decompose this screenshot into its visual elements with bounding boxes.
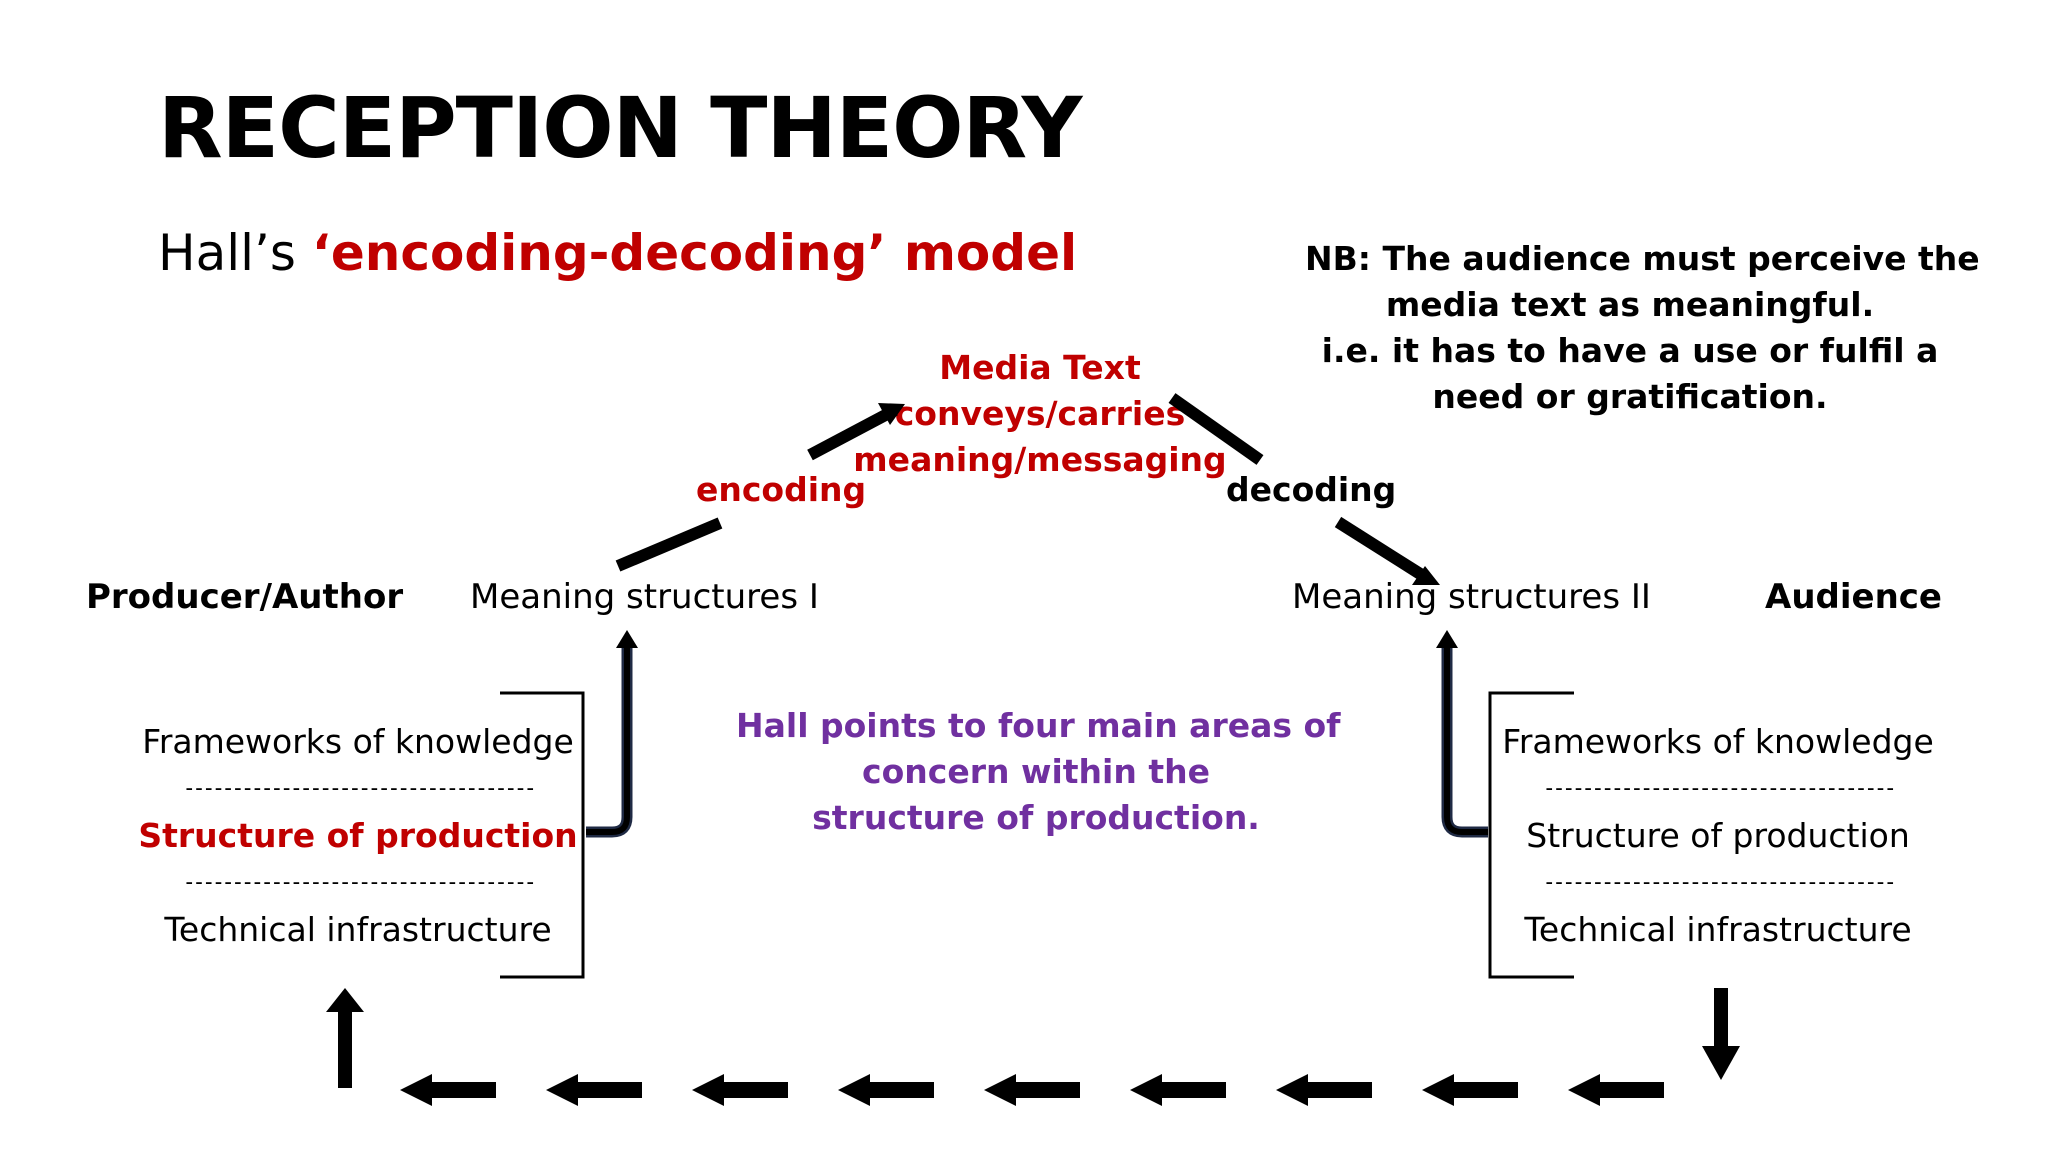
return-arrow-segment bbox=[1276, 1074, 1372, 1106]
right-frameworks: Frameworks of knowledge bbox=[1502, 722, 1934, 761]
subtitle-highlight: ‘encoding-decoding’ model bbox=[311, 224, 1078, 282]
right-divider: ------------------------------------ bbox=[1542, 870, 1897, 895]
encoding-arrow bbox=[615, 403, 905, 572]
left-frameworks: Frameworks of knowledge bbox=[142, 722, 574, 761]
left-divider: ------------------------------------ bbox=[182, 776, 537, 801]
left-elbow-arrow bbox=[586, 630, 638, 838]
nb-note-line: media text as meaningful. bbox=[1385, 285, 1875, 324]
left-bracket bbox=[500, 691, 585, 979]
up-arrow bbox=[326, 988, 364, 1088]
right-elbow-arrow bbox=[1436, 630, 1488, 838]
slide-title: RECEPTION THEORY bbox=[158, 79, 1082, 177]
producer-label: Producer/Author bbox=[86, 577, 404, 617]
meaning-structures-right: Meaning structures II bbox=[1292, 577, 1651, 617]
return-arrow-segment bbox=[692, 1074, 788, 1106]
right-divider: ------------------------------------ bbox=[1542, 776, 1897, 801]
media-text-line: conveys/carries bbox=[894, 394, 1186, 433]
left-technical-infrastructure: Technical infrastructure bbox=[164, 910, 552, 949]
return-arrow-segment bbox=[838, 1074, 934, 1106]
return-arrow-segment bbox=[1130, 1074, 1226, 1106]
right-bracket bbox=[1488, 691, 1574, 979]
center-note-line: concern within the bbox=[862, 752, 1210, 791]
slide-subtitle: Hall’s ‘encoding-decoding’ model bbox=[158, 228, 1077, 278]
return-arrow-segment bbox=[1422, 1074, 1518, 1106]
return-arrow-segment bbox=[1568, 1074, 1664, 1106]
return-arrows bbox=[400, 1074, 1664, 1106]
nb-note-line: need or gratification. bbox=[1432, 377, 1828, 416]
media-text-line: Media Text bbox=[939, 348, 1141, 387]
left-structure-of-production: Structure of production bbox=[138, 816, 578, 855]
subtitle-prefix: Hall’s bbox=[158, 224, 312, 282]
return-arrow-segment bbox=[984, 1074, 1080, 1106]
right-technical-infrastructure: Technical infrastructure bbox=[1524, 910, 1912, 949]
encoding-label: encoding bbox=[696, 470, 867, 509]
return-arrow-segment bbox=[400, 1074, 496, 1106]
left-divider: ------------------------------------ bbox=[182, 870, 537, 895]
decoding-label: decoding bbox=[1226, 470, 1397, 509]
meaning-structures-left: Meaning structures I bbox=[470, 577, 819, 617]
down-arrow bbox=[1702, 988, 1740, 1080]
audience-label: Audience bbox=[1765, 577, 1942, 617]
return-arrow-segment bbox=[546, 1074, 642, 1106]
nb-note-line: NB: The audience must perceive the bbox=[1305, 239, 1980, 278]
center-note-line: Hall points to four main areas of bbox=[736, 706, 1341, 745]
center-note-line: structure of production. bbox=[812, 798, 1260, 837]
decoding-arrow bbox=[1168, 393, 1440, 585]
media-text-line: meaning/messaging bbox=[853, 440, 1227, 479]
right-structure-of-production: Structure of production bbox=[1526, 816, 1910, 855]
nb-note-line: i.e. it has to have a use or fulfil a bbox=[1321, 331, 1939, 370]
